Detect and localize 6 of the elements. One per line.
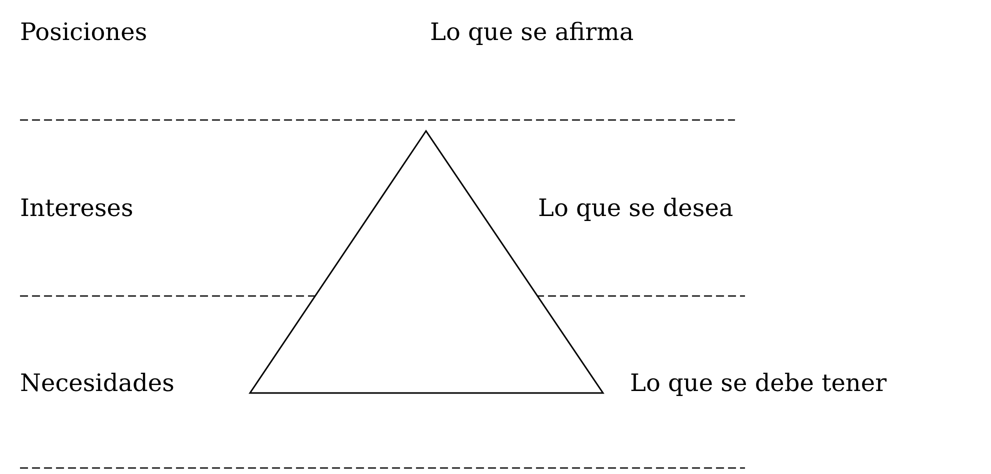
level-label: Necesidades [20,368,174,398]
level-label: Posiciones [20,17,148,47]
description-text: Lo que se desea [538,193,734,223]
level-label: Intereses [20,193,134,223]
description-text: Lo que se debe tener [630,368,887,398]
description-text: Lo que se afirma [430,17,634,47]
